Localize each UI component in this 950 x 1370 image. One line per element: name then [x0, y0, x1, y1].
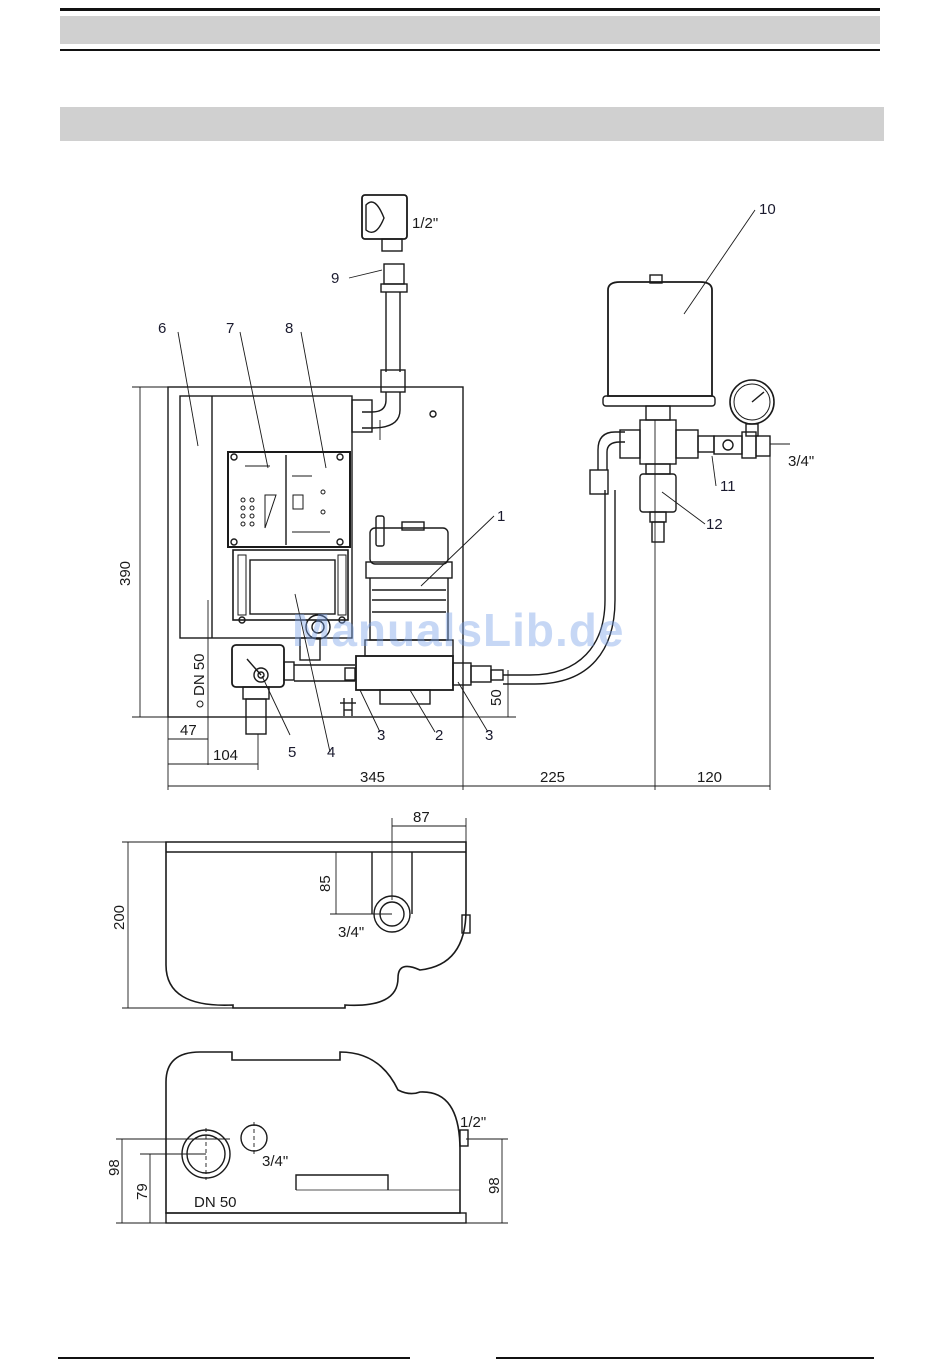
dim-345: 345	[360, 769, 385, 786]
dim-98-right: 98	[486, 1177, 503, 1194]
bottom-outlet-label: 3/4"	[262, 1153, 288, 1170]
side-view	[122, 818, 470, 1008]
callout-4: 4	[327, 744, 335, 761]
callout-6: 6	[158, 320, 166, 337]
callout-3b: 3	[485, 727, 493, 744]
dim-104: 104	[213, 747, 238, 764]
callout-12: 12	[706, 516, 723, 533]
dim-47: 47	[180, 722, 197, 739]
side-outlet-label: 3/4"	[338, 924, 364, 941]
callout-7: 7	[226, 320, 234, 337]
water-inlet-label: 1/2"	[412, 215, 438, 232]
callout-1: 1	[497, 508, 505, 525]
outlet-label: 3/4"	[788, 453, 814, 470]
dim-87: 87	[413, 809, 430, 826]
dim-225: 225	[540, 769, 565, 786]
footer-rule-right	[496, 1357, 874, 1359]
callout-5: 5	[288, 744, 296, 761]
dim-85: 85	[317, 875, 334, 892]
bottom-drain-label: DN 50	[194, 1194, 237, 1211]
drain-label: DN 50	[191, 653, 208, 696]
callout-11: 11	[720, 478, 736, 495]
dim-120: 120	[697, 769, 722, 786]
callout-2: 2	[435, 727, 443, 744]
callout-10: 10	[759, 201, 776, 218]
footer-rule-left	[58, 1357, 410, 1359]
callout-3a: 3	[377, 727, 385, 744]
dim-200: 200	[111, 905, 128, 930]
dim-79: 79	[134, 1183, 151, 1200]
callout-9: 9	[331, 270, 339, 287]
callout-8: 8	[285, 320, 293, 337]
dim-50: 50	[488, 689, 505, 706]
front-dimensions	[132, 210, 790, 790]
bottom-view	[116, 1052, 508, 1223]
dim-98-left: 98	[106, 1159, 123, 1176]
dim-390: 390	[117, 561, 134, 586]
watermark: ManualsLib.de	[292, 603, 624, 657]
top-inlet-label: 1/2"	[460, 1114, 486, 1131]
